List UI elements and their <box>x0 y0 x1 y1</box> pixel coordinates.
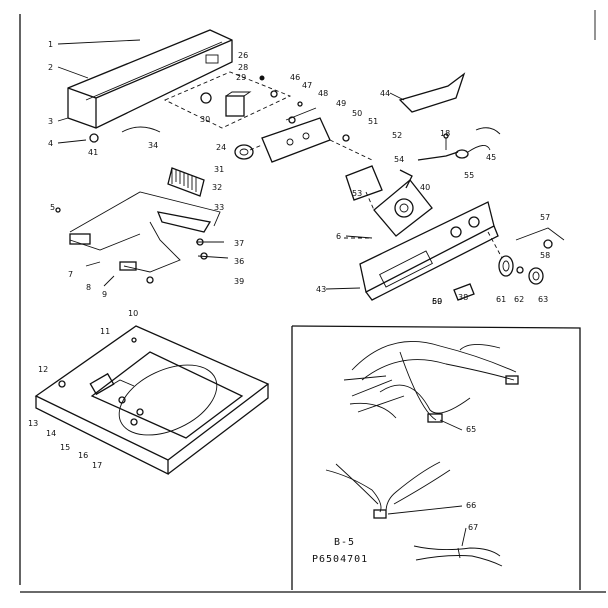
callout-55: 55 <box>464 171 474 180</box>
fasteners-46-51 <box>259 75 350 142</box>
callout-46: 46 <box>290 73 300 82</box>
callout-62: 62 <box>514 295 524 304</box>
callout-53: 53 <box>352 189 362 198</box>
callout-24: 24 <box>216 143 226 152</box>
callout-59: 59 <box>432 297 442 306</box>
callout-15: 15 <box>60 443 70 452</box>
bracket-44 <box>398 72 466 113</box>
callout-7: 7 <box>68 270 73 279</box>
callout-8: 8 <box>86 283 91 292</box>
callout-54: 54 <box>394 155 404 164</box>
callout-33: 33 <box>214 203 224 212</box>
leader-lines <box>57 39 467 547</box>
callout-30: 30 <box>200 115 210 124</box>
callout-49: 49 <box>336 99 346 108</box>
wire-34 <box>121 126 161 133</box>
callout-45: 45 <box>486 153 496 162</box>
callout-39: 39 <box>234 277 244 286</box>
backsplash-console <box>67 29 233 143</box>
timer-bracket-assembly <box>163 71 373 163</box>
callout-57: 57 <box>540 213 550 222</box>
callout-43: 43 <box>316 285 326 294</box>
figure-label: B-5 <box>334 537 355 548</box>
callout-14: 14 <box>46 429 56 438</box>
control-panel-right <box>344 165 499 301</box>
callout-2: 2 <box>48 63 53 72</box>
callout-13: 13 <box>28 419 38 428</box>
callout-29: 29 <box>236 73 246 82</box>
callout-51: 51 <box>368 117 378 126</box>
part-number: P6504701 <box>312 554 368 565</box>
callout-48: 48 <box>318 89 328 98</box>
callout-67: 67 <box>468 523 478 532</box>
callout-36: 36 <box>234 257 244 266</box>
parts-58-60 <box>453 227 565 301</box>
callout-65: 65 <box>466 425 476 434</box>
callout-17: 17 <box>92 461 102 470</box>
callout-50: 50 <box>352 109 362 118</box>
callout-40: 40 <box>420 183 430 192</box>
callout-52: 52 <box>392 131 402 140</box>
callout-47: 47 <box>302 81 312 90</box>
callout-18: 18 <box>440 129 450 138</box>
callout-4: 4 <box>48 139 53 148</box>
wire-18-45 <box>417 127 501 161</box>
callout-60: 60 <box>432 297 442 306</box>
callout-16: 16 <box>78 451 88 460</box>
callout-12: 12 <box>38 365 48 374</box>
harness-inset <box>291 325 581 590</box>
callout-1: 1 <box>48 40 53 49</box>
callout-38: 38 <box>458 293 468 302</box>
bracket-32-33 <box>156 167 212 233</box>
callout-44: 44 <box>380 89 390 98</box>
callout-41: 41 <box>88 148 98 157</box>
callout-37: 37 <box>234 239 244 248</box>
callout-31: 31 <box>214 165 224 174</box>
callout-3: 3 <box>48 117 53 126</box>
callout-32: 32 <box>212 183 222 192</box>
callout-10: 10 <box>128 309 138 318</box>
callout-28: 28 <box>238 63 248 72</box>
page-border <box>19 10 606 593</box>
knobs-61-63 <box>487 231 544 285</box>
callout-58: 58 <box>540 251 550 260</box>
switch-wiring-left <box>55 191 229 287</box>
callout-11: 11 <box>100 327 110 336</box>
callout-5: 5 <box>50 203 55 212</box>
callout-26: 26 <box>238 51 248 60</box>
callout-6: 6 <box>336 232 341 241</box>
callout-63: 63 <box>538 295 548 304</box>
callout-34: 34 <box>148 141 158 150</box>
callout-66: 66 <box>466 501 476 510</box>
callout-labels: 1 2 3 4 5 6 7 8 9 10 11 12 13 14 15 16 1… <box>28 40 550 532</box>
top-panel-base <box>34 325 270 476</box>
callout-9: 9 <box>102 290 107 299</box>
callout-61: 61 <box>496 295 506 304</box>
